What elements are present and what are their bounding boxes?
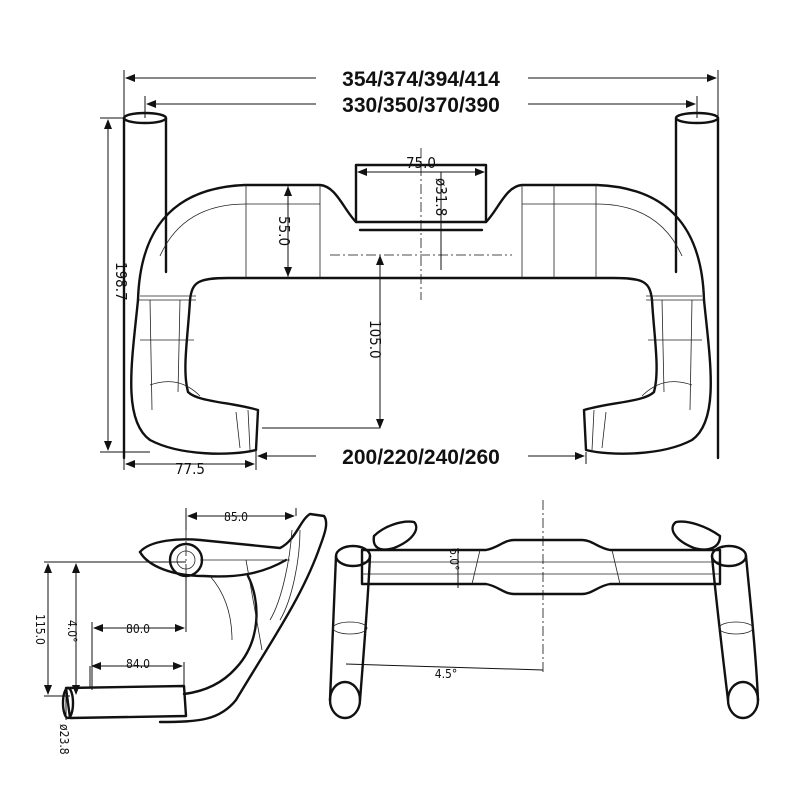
reach-dimension: 105.0 bbox=[262, 255, 384, 429]
drop-offset-label: 77.5 bbox=[175, 460, 205, 478]
side-view-handlebar-outline bbox=[61, 512, 328, 724]
clamp-width-dimension: 75.0 bbox=[357, 154, 485, 176]
front-view: 6.0° 4.5° bbox=[328, 500, 760, 720]
reach-label: 105.0 bbox=[366, 320, 384, 359]
overall-width-dimension: 354/374/394/414 bbox=[123, 68, 719, 118]
side-reach-top-dimension: 85.0 bbox=[185, 508, 297, 530]
front-rise-dimension: 6.0° bbox=[447, 548, 461, 588]
side-reach-mid-dimension: 80.0 bbox=[91, 576, 187, 690]
front-flare-dimension: 4.5° bbox=[345, 663, 544, 681]
side-end-diameter-dimension: ø23.8 bbox=[57, 690, 71, 755]
drop-width-dimension: 200/220/240/260 bbox=[255, 446, 587, 469]
overall-width-label: 354/374/394/414 bbox=[342, 68, 500, 91]
center-width-dimension: 330/350/370/390 bbox=[144, 94, 698, 118]
top-view: 354/374/394/414 330/350/370/390 75.0 ø31… bbox=[100, 68, 720, 478]
clamp-diameter-dimension: ø31.8 bbox=[432, 172, 450, 270]
side-reach-low-dimension: 84.0 bbox=[89, 657, 185, 688]
drop-width-label: 200/220/240/260 bbox=[342, 446, 500, 469]
side-angle-dimension: 4.0° bbox=[65, 563, 80, 695]
side-reach-mid-label: 80.0 bbox=[126, 622, 150, 636]
side-view: 85.0 80.0 84.0 115.0 4.0° ø23.8 bbox=[33, 508, 328, 755]
section-height-dimension: 55.0 bbox=[275, 186, 293, 277]
side-end-diameter-label: ø23.8 bbox=[57, 724, 71, 755]
side-drop-label: 115.0 bbox=[33, 614, 47, 645]
center-width-label: 330/350/370/390 bbox=[342, 94, 500, 117]
total-height-dimension: 198.7 bbox=[100, 117, 150, 453]
clamp-width-label: 75.0 bbox=[406, 154, 436, 172]
section-height-label: 55.0 bbox=[275, 216, 293, 246]
front-rise-label: 6.0° bbox=[447, 548, 461, 571]
front-flare-label: 4.5° bbox=[435, 667, 458, 681]
clamp-diameter-label: ø31.8 bbox=[432, 178, 450, 216]
side-drop-dimension: 115.0 bbox=[33, 561, 186, 697]
side-angle-label: 4.0° bbox=[65, 620, 79, 643]
side-reach-low-label: 84.0 bbox=[126, 657, 150, 671]
side-reach-top-label: 85.0 bbox=[224, 510, 248, 524]
front-view-handlebar-outline bbox=[328, 520, 760, 720]
total-height-label: 198.7 bbox=[112, 262, 130, 301]
